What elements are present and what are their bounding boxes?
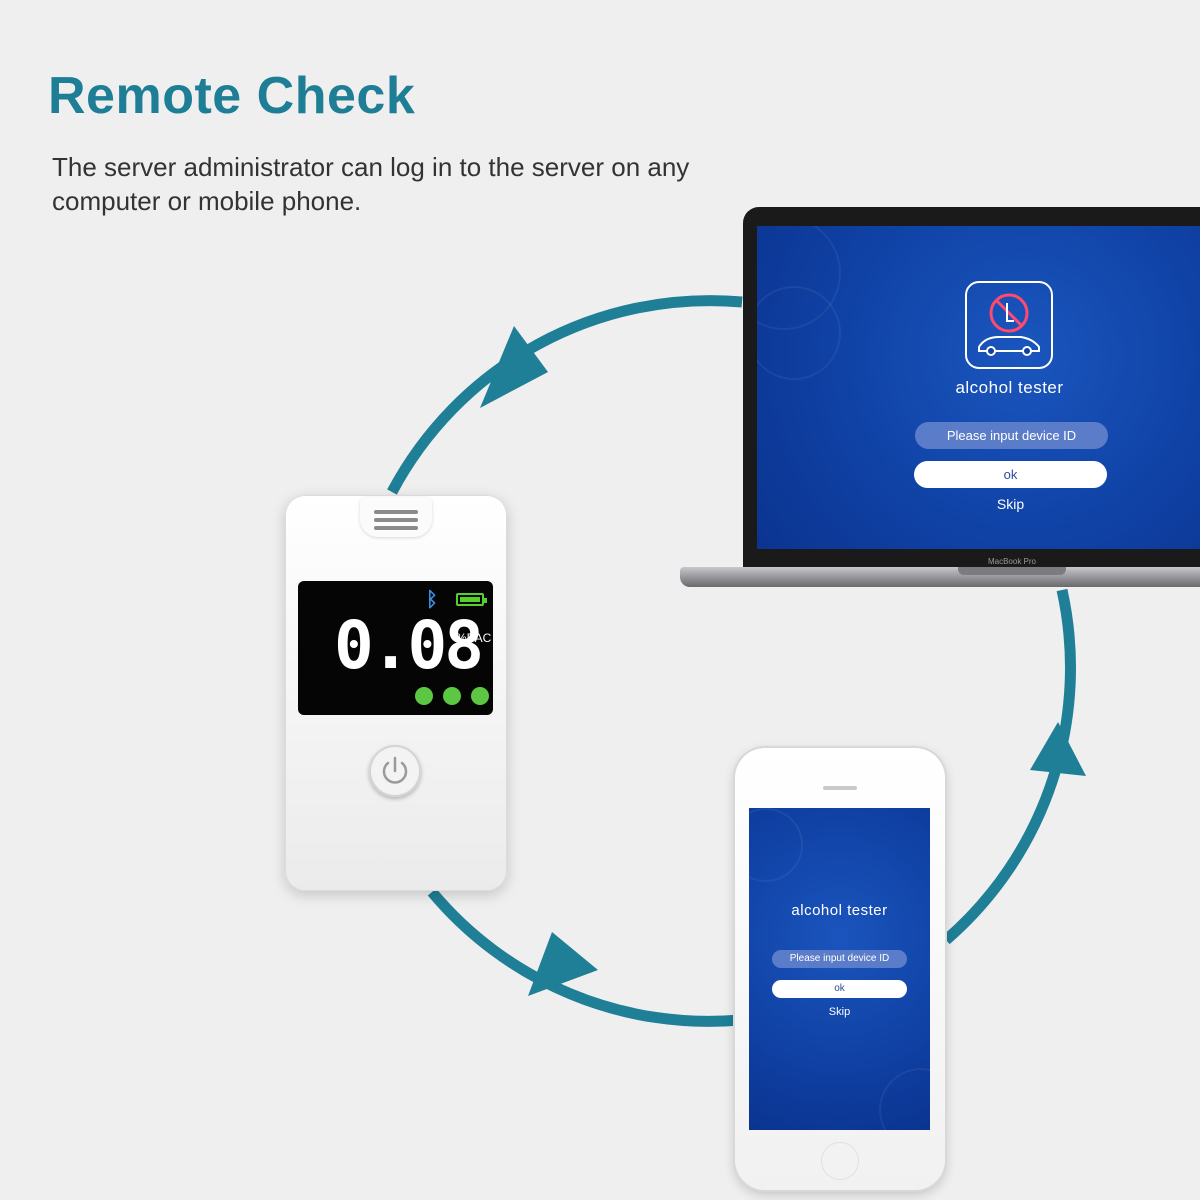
breath-vent [360, 497, 432, 537]
battery-icon [456, 593, 487, 606]
app-name: alcohol tester [955, 378, 1064, 397]
skip-link[interactable]: Skip [996, 496, 1025, 512]
arrow-head-right [1030, 722, 1086, 776]
indicator-light [443, 687, 461, 705]
no-drinking-car-icon [978, 293, 1040, 356]
smartphone: alcohol tester Please input device ID ok… [735, 748, 945, 1190]
laptop-screen: alcohol tester Please input device ID ok… [757, 226, 1200, 549]
bluetooth-icon: ᛒ [426, 589, 438, 611]
bac-unit: %BAC [456, 631, 492, 645]
breathalyzer-device: ᛒ 0.08 %BAC [285, 495, 507, 891]
skip-link[interactable]: Skip [828, 1006, 851, 1018]
bac-reading: 0.08 [334, 607, 484, 684]
arc-bottom-left [427, 888, 741, 1027]
power-icon [382, 756, 408, 784]
device-id-input[interactable]: Please input device ID [915, 422, 1108, 449]
laptop-model-label: MacBook Pro [987, 557, 1037, 566]
indicator-light [471, 687, 489, 705]
phone-screen: alcohol tester Please input device ID ok… [749, 808, 930, 1130]
phone-speaker [823, 786, 857, 790]
arc-top-left [387, 295, 743, 495]
device-display: ᛒ 0.08 %BAC [298, 581, 493, 715]
laptop-base [680, 567, 1200, 587]
device-id-input[interactable]: Please input device ID [772, 950, 907, 968]
page-title: Remote Check [48, 67, 416, 125]
laptop-notch [958, 567, 1066, 575]
arc-right [942, 588, 1076, 945]
arrow-head-top-left [480, 326, 548, 408]
page-subtitle: The server administrator can log in to t… [52, 152, 690, 216]
ok-button[interactable]: ok [772, 980, 907, 998]
home-button[interactable] [821, 1142, 859, 1180]
alcohol-tester-app-icon [965, 281, 1053, 369]
indicator-light [415, 687, 433, 705]
ok-button[interactable]: ok [914, 461, 1107, 488]
arrow-head-bottom-left [528, 932, 598, 996]
power-button[interactable] [369, 745, 421, 797]
app-name: alcohol tester [791, 902, 888, 919]
